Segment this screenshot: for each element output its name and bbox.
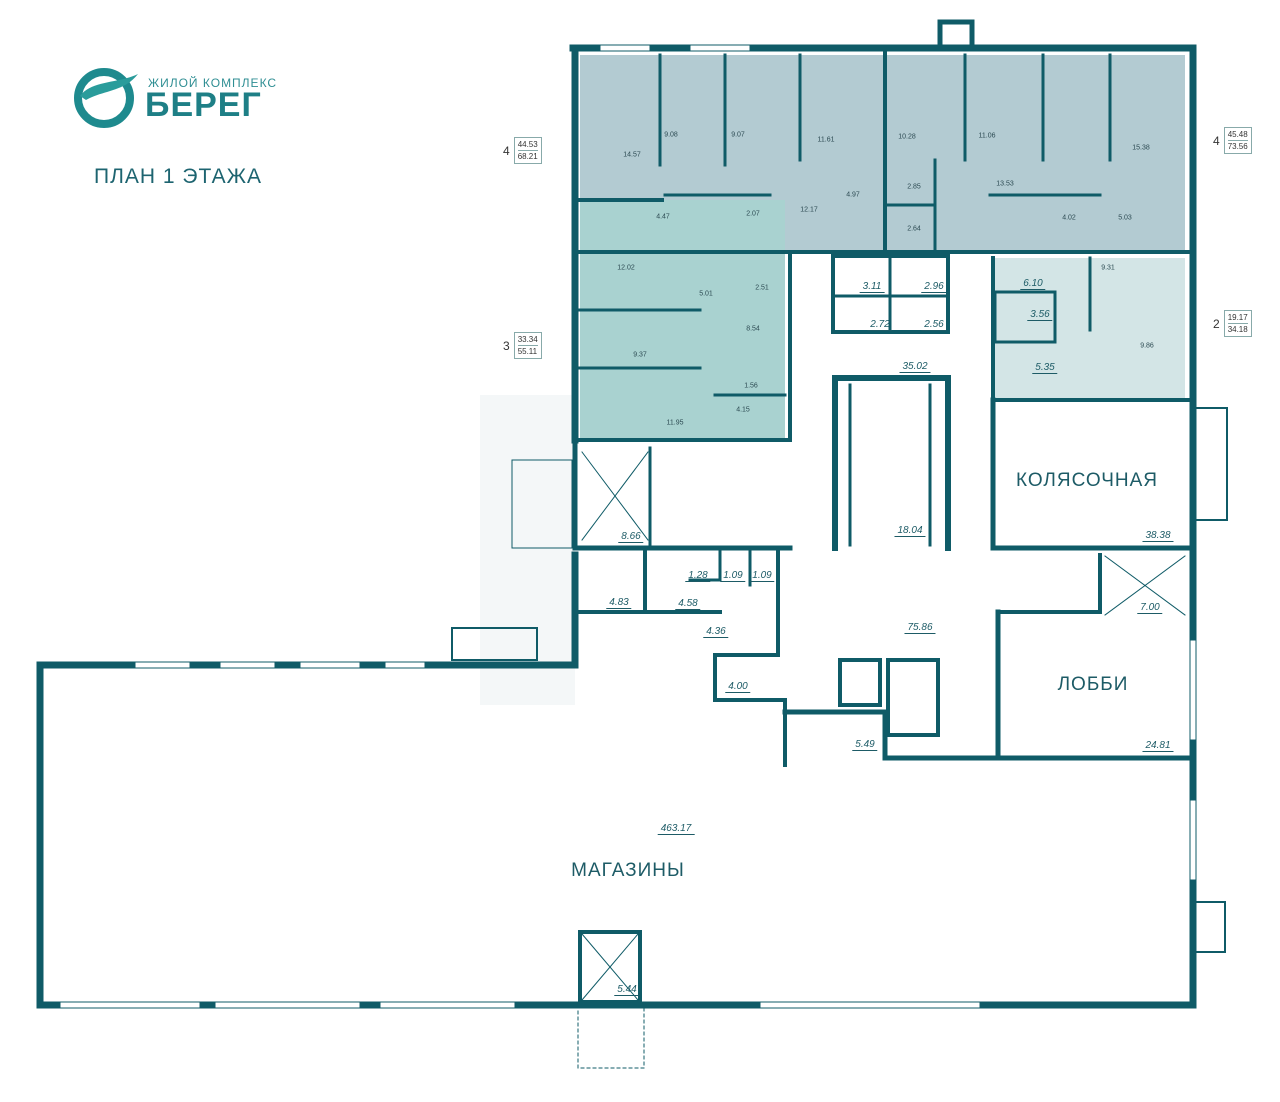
- logo-subtitle: ЖИЛОЙ КОМПЛЕКС: [148, 76, 278, 90]
- total-area: 73.56: [1227, 142, 1248, 151]
- room-area: 8.54: [746, 325, 760, 333]
- lobby-area: 24.81: [1142, 740, 1174, 752]
- room-area: 4.83: [606, 597, 632, 609]
- room-count: 2: [1213, 316, 1220, 331]
- room-count: 4: [503, 143, 510, 158]
- room-area: 5.01: [699, 290, 713, 298]
- room-area: 2.07: [746, 210, 760, 218]
- room-area: 11.95: [666, 419, 684, 427]
- corridor-area: 35.02: [899, 361, 931, 373]
- room-count: 3: [503, 338, 510, 353]
- room-area: 9.86: [1140, 342, 1154, 350]
- apartment-4-right-fill: [885, 55, 1185, 250]
- room-area: 2.51: [755, 284, 769, 292]
- storage-area: 2.96: [921, 281, 947, 293]
- page-title: ПЛАН 1 ЭТАЖА: [94, 165, 263, 188]
- room-area: 1.56: [744, 382, 758, 390]
- room-area: 5.49: [852, 739, 878, 751]
- room-count: 4: [1213, 133, 1220, 148]
- shops-label: МАГАЗИНЫ: [571, 860, 685, 881]
- living-area: 44.53: [517, 140, 538, 151]
- room-area: 13.53: [996, 180, 1014, 188]
- storage-area: 2.72: [867, 319, 893, 331]
- room-area: 10.28: [898, 133, 916, 141]
- apartment-3-fill: [580, 200, 785, 440]
- room-area: 1.09: [720, 570, 746, 582]
- room-area: 9.07: [731, 131, 745, 139]
- room-area: 1.09: [749, 570, 775, 582]
- room-area: 2.64: [907, 225, 921, 233]
- room-area: 5.35: [1032, 362, 1058, 374]
- lobby-label: ЛОББИ: [1057, 674, 1129, 695]
- terrace-area: [480, 395, 575, 705]
- living-area: 45.48: [1227, 130, 1248, 141]
- storage-area: 2.56: [921, 319, 947, 331]
- total-area: 34.18: [1227, 325, 1248, 334]
- logo-icon: [74, 68, 138, 128]
- room-area: 9.31: [1101, 264, 1115, 272]
- walls: [36, 19, 1228, 1069]
- room-area: 4.58: [675, 598, 701, 610]
- room-area: 9.37: [633, 351, 647, 359]
- room-area: 2.85: [907, 183, 921, 191]
- stroller-room-area: 38.38: [1142, 530, 1174, 542]
- room-area: 15.38: [1132, 144, 1150, 152]
- room-area: 3.56: [1027, 309, 1053, 321]
- room-area: 12.02: [617, 264, 635, 272]
- room-area: 14.57: [623, 151, 641, 159]
- room-area: 1.28: [685, 570, 711, 582]
- living-area: 33.34: [517, 335, 538, 346]
- room-area: 5.03: [1118, 214, 1132, 222]
- shops-area: 463.17: [657, 823, 695, 835]
- windows: [59, 44, 1197, 1009]
- living-area: 19.17: [1227, 313, 1248, 324]
- room-area: 11.06: [978, 132, 996, 140]
- room-area: 8.66: [618, 531, 644, 543]
- hall-area: 75.86: [904, 622, 936, 634]
- room-area: 4.00: [725, 681, 751, 693]
- storage-area: 3.11: [859, 281, 885, 293]
- stroller-room-label: КОЛЯСОЧНАЯ: [1015, 470, 1159, 491]
- room-area: 7.00: [1137, 602, 1163, 614]
- logo-name: БЕРЕГ: [145, 86, 262, 124]
- room-area: 4.02: [1062, 214, 1076, 222]
- room-area: 12.17: [800, 206, 818, 214]
- total-area: 68.21: [517, 152, 538, 161]
- vestibule-area: 5.44: [614, 984, 640, 996]
- room-area: 11.61: [817, 136, 835, 144]
- room-area: 4.15: [736, 406, 750, 414]
- stair-area: 18.04: [894, 525, 926, 537]
- total-area: 55.11: [517, 347, 538, 356]
- room-area: 4.36: [703, 626, 729, 638]
- room-area: 4.97: [846, 191, 860, 199]
- room-area: 9.08: [664, 131, 678, 139]
- room-area: 6.10: [1020, 278, 1046, 290]
- room-area: 4.47: [656, 213, 670, 221]
